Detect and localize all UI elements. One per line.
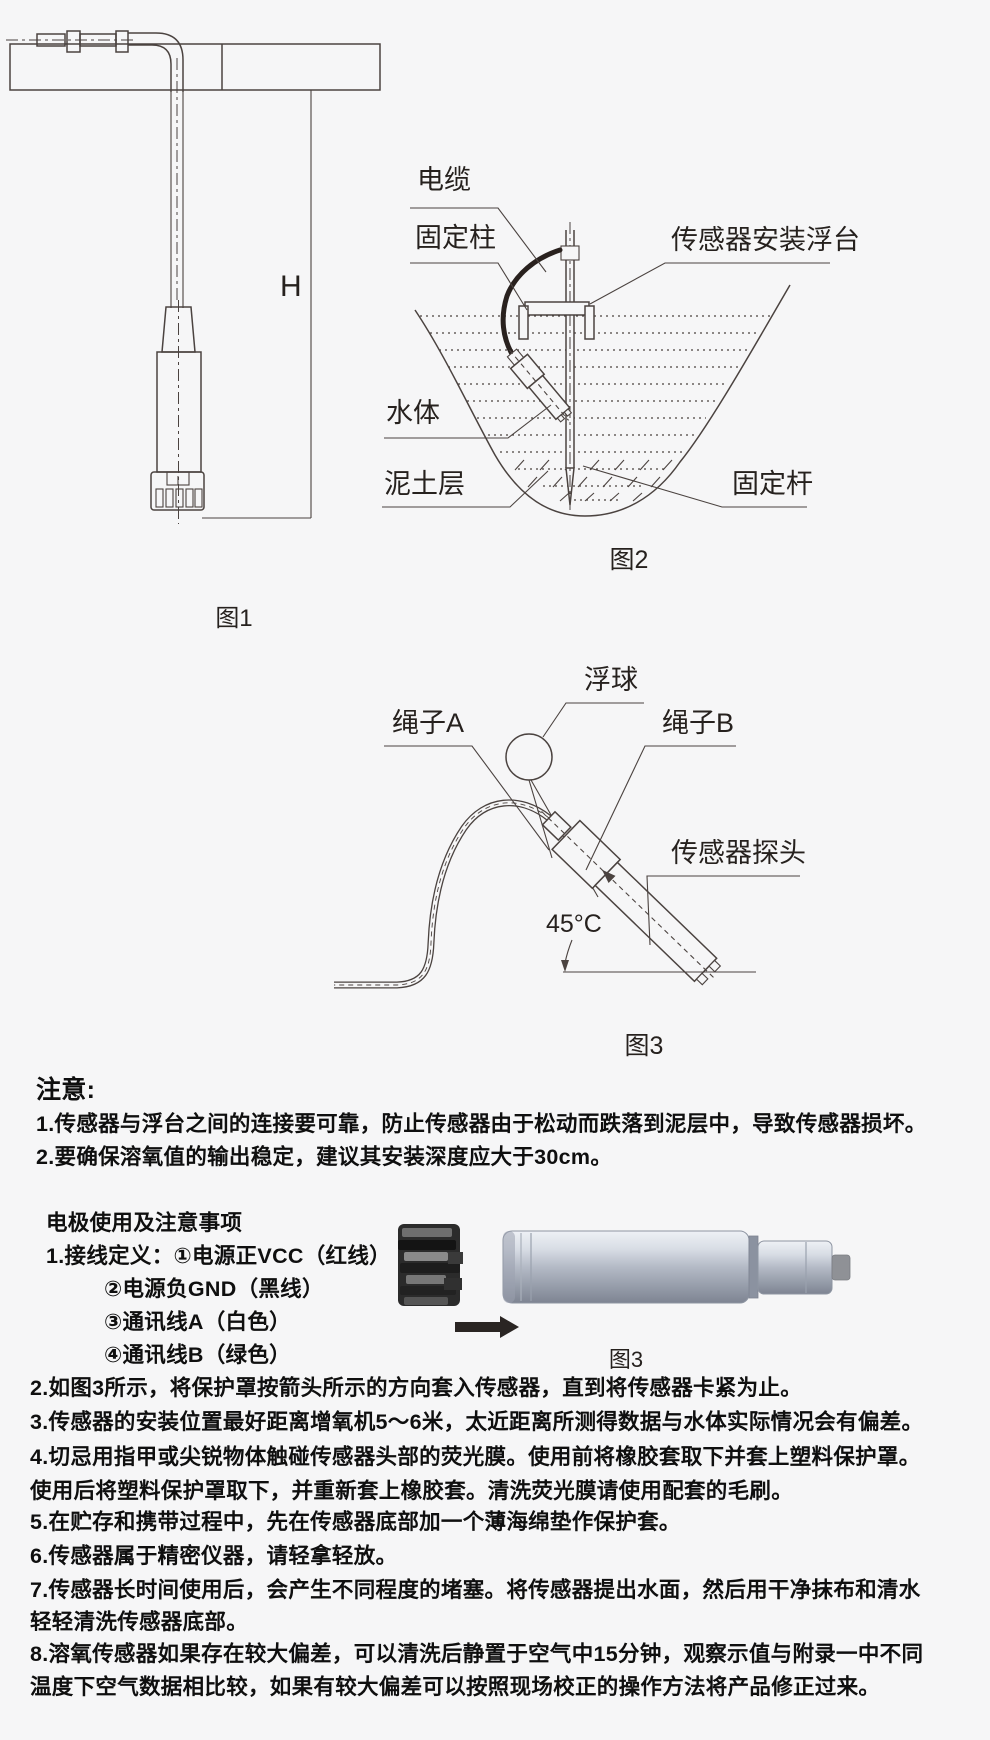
figure2-label-mud: 泥土层 [384, 469, 465, 499]
figure2-label-water: 水体 [386, 398, 440, 428]
figure2-drawing [382, 207, 830, 517]
figure2-label-cable: 电缆 [417, 165, 471, 195]
figure3-angle-label: 45°C [546, 910, 602, 938]
cable-core-dash [334, 802, 550, 986]
instruction-line: 6.传感器属于精密仪器，请轻拿轻放。 [30, 1544, 398, 1568]
figure2-sensor [506, 348, 573, 423]
sensor-body-image [502, 1230, 851, 1304]
instruction-line: 轻轻清洗传感器底部。 [30, 1610, 249, 1634]
float-ball [505, 733, 553, 781]
figure1-height-label: H [280, 270, 302, 303]
figure3-label-rope-b: 绳子B [662, 708, 735, 738]
instruction-line: 使用后将塑料保护罩取下，并重新套上橡胶套。清洗荧光膜请使用配套的毛刷。 [30, 1479, 794, 1503]
fixing-rod [566, 230, 574, 470]
figure3-sensor [541, 810, 722, 986]
figure2-label-mount-float: 传感器安装浮台 [671, 225, 860, 255]
float-platform [518, 301, 595, 340]
instruction-line: 2.如图3所示，将保护罩按箭头所示的方向套入传感器，直到将传感器卡紧为止。 [30, 1376, 802, 1400]
figure1-caption: 图1 [215, 605, 253, 632]
figure2-caption: 图2 [609, 546, 649, 574]
cable-curve [500, 247, 563, 357]
figure3-label-probe: 传感器探头 [671, 838, 806, 868]
figure3-label-float-ball: 浮球 [584, 665, 638, 695]
notice-line: 1.传感器与浮台之间的连接要可靠，防止传感器由于松动而跌落到泥层中，导致传感器损… [36, 1112, 927, 1136]
figure2-label-fixing-rod: 固定杆 [732, 469, 813, 499]
instruction-line: 4.切忌用指甲或尖锐物体触碰传感器头部的荧光膜。使用前将橡胶套取下并套上塑料保护… [30, 1445, 921, 1469]
mud-hatch [514, 459, 673, 502]
wiring-line: 1.接线定义：①电源正VCC（红线） [46, 1244, 391, 1268]
wiring-line: ④通讯线B（绿色） [104, 1343, 291, 1367]
electrode-heading: 电极使用及注意事项 [46, 1211, 243, 1235]
figure3-caption: 图3 [624, 1032, 664, 1060]
instruction-line: 8.溶氧传感器如果存在较大偏差，可以清洗后静置于空气中15分钟，观察示值与附录一… [30, 1642, 924, 1666]
angle-arrowhead [561, 960, 569, 972]
figure1-drawing [6, 30, 381, 524]
instruction-line: 3.传感器的安装位置最好距离增氧机5～6米，太近距离所测得数据与水体实际情况会有… [30, 1410, 924, 1434]
instruction-line: 5.在贮存和携带过程中，先在传感器底部加一个薄海绵垫作保护套。 [30, 1510, 681, 1534]
instruction-line: 温度下空气数据相比较，如果有较大偏差可以按照现场校正的操作方法将产品修正过来。 [30, 1675, 881, 1699]
wiring-line: ③通讯线A（白色） [104, 1310, 291, 1334]
figure2-label-fixing-post: 固定柱 [415, 223, 496, 253]
electrode-figure-caption: 图3 [608, 1347, 644, 1372]
figure2-leaders [382, 207, 830, 508]
rope-a [528, 779, 553, 859]
instruction-line: 7.传感器长时间使用后，会产生不同程度的堵塞。将传感器提出水面，然后用干净抹布和… [30, 1578, 921, 1602]
figure3-leaders [384, 702, 800, 946]
figure3-label-rope-a: 绳子A [392, 708, 465, 738]
protective-cap-image [398, 1224, 463, 1306]
notice-heading: 注意: [36, 1076, 96, 1104]
wiring-line: ②电源负GND（黑线） [104, 1277, 324, 1301]
figure3-drawing [334, 702, 800, 989]
insert-direction-arrow-icon [455, 1316, 519, 1338]
notice-line: 2.要确保溶氧值的输出稳定，建议其安装深度应大于30cm。 [36, 1145, 613, 1169]
